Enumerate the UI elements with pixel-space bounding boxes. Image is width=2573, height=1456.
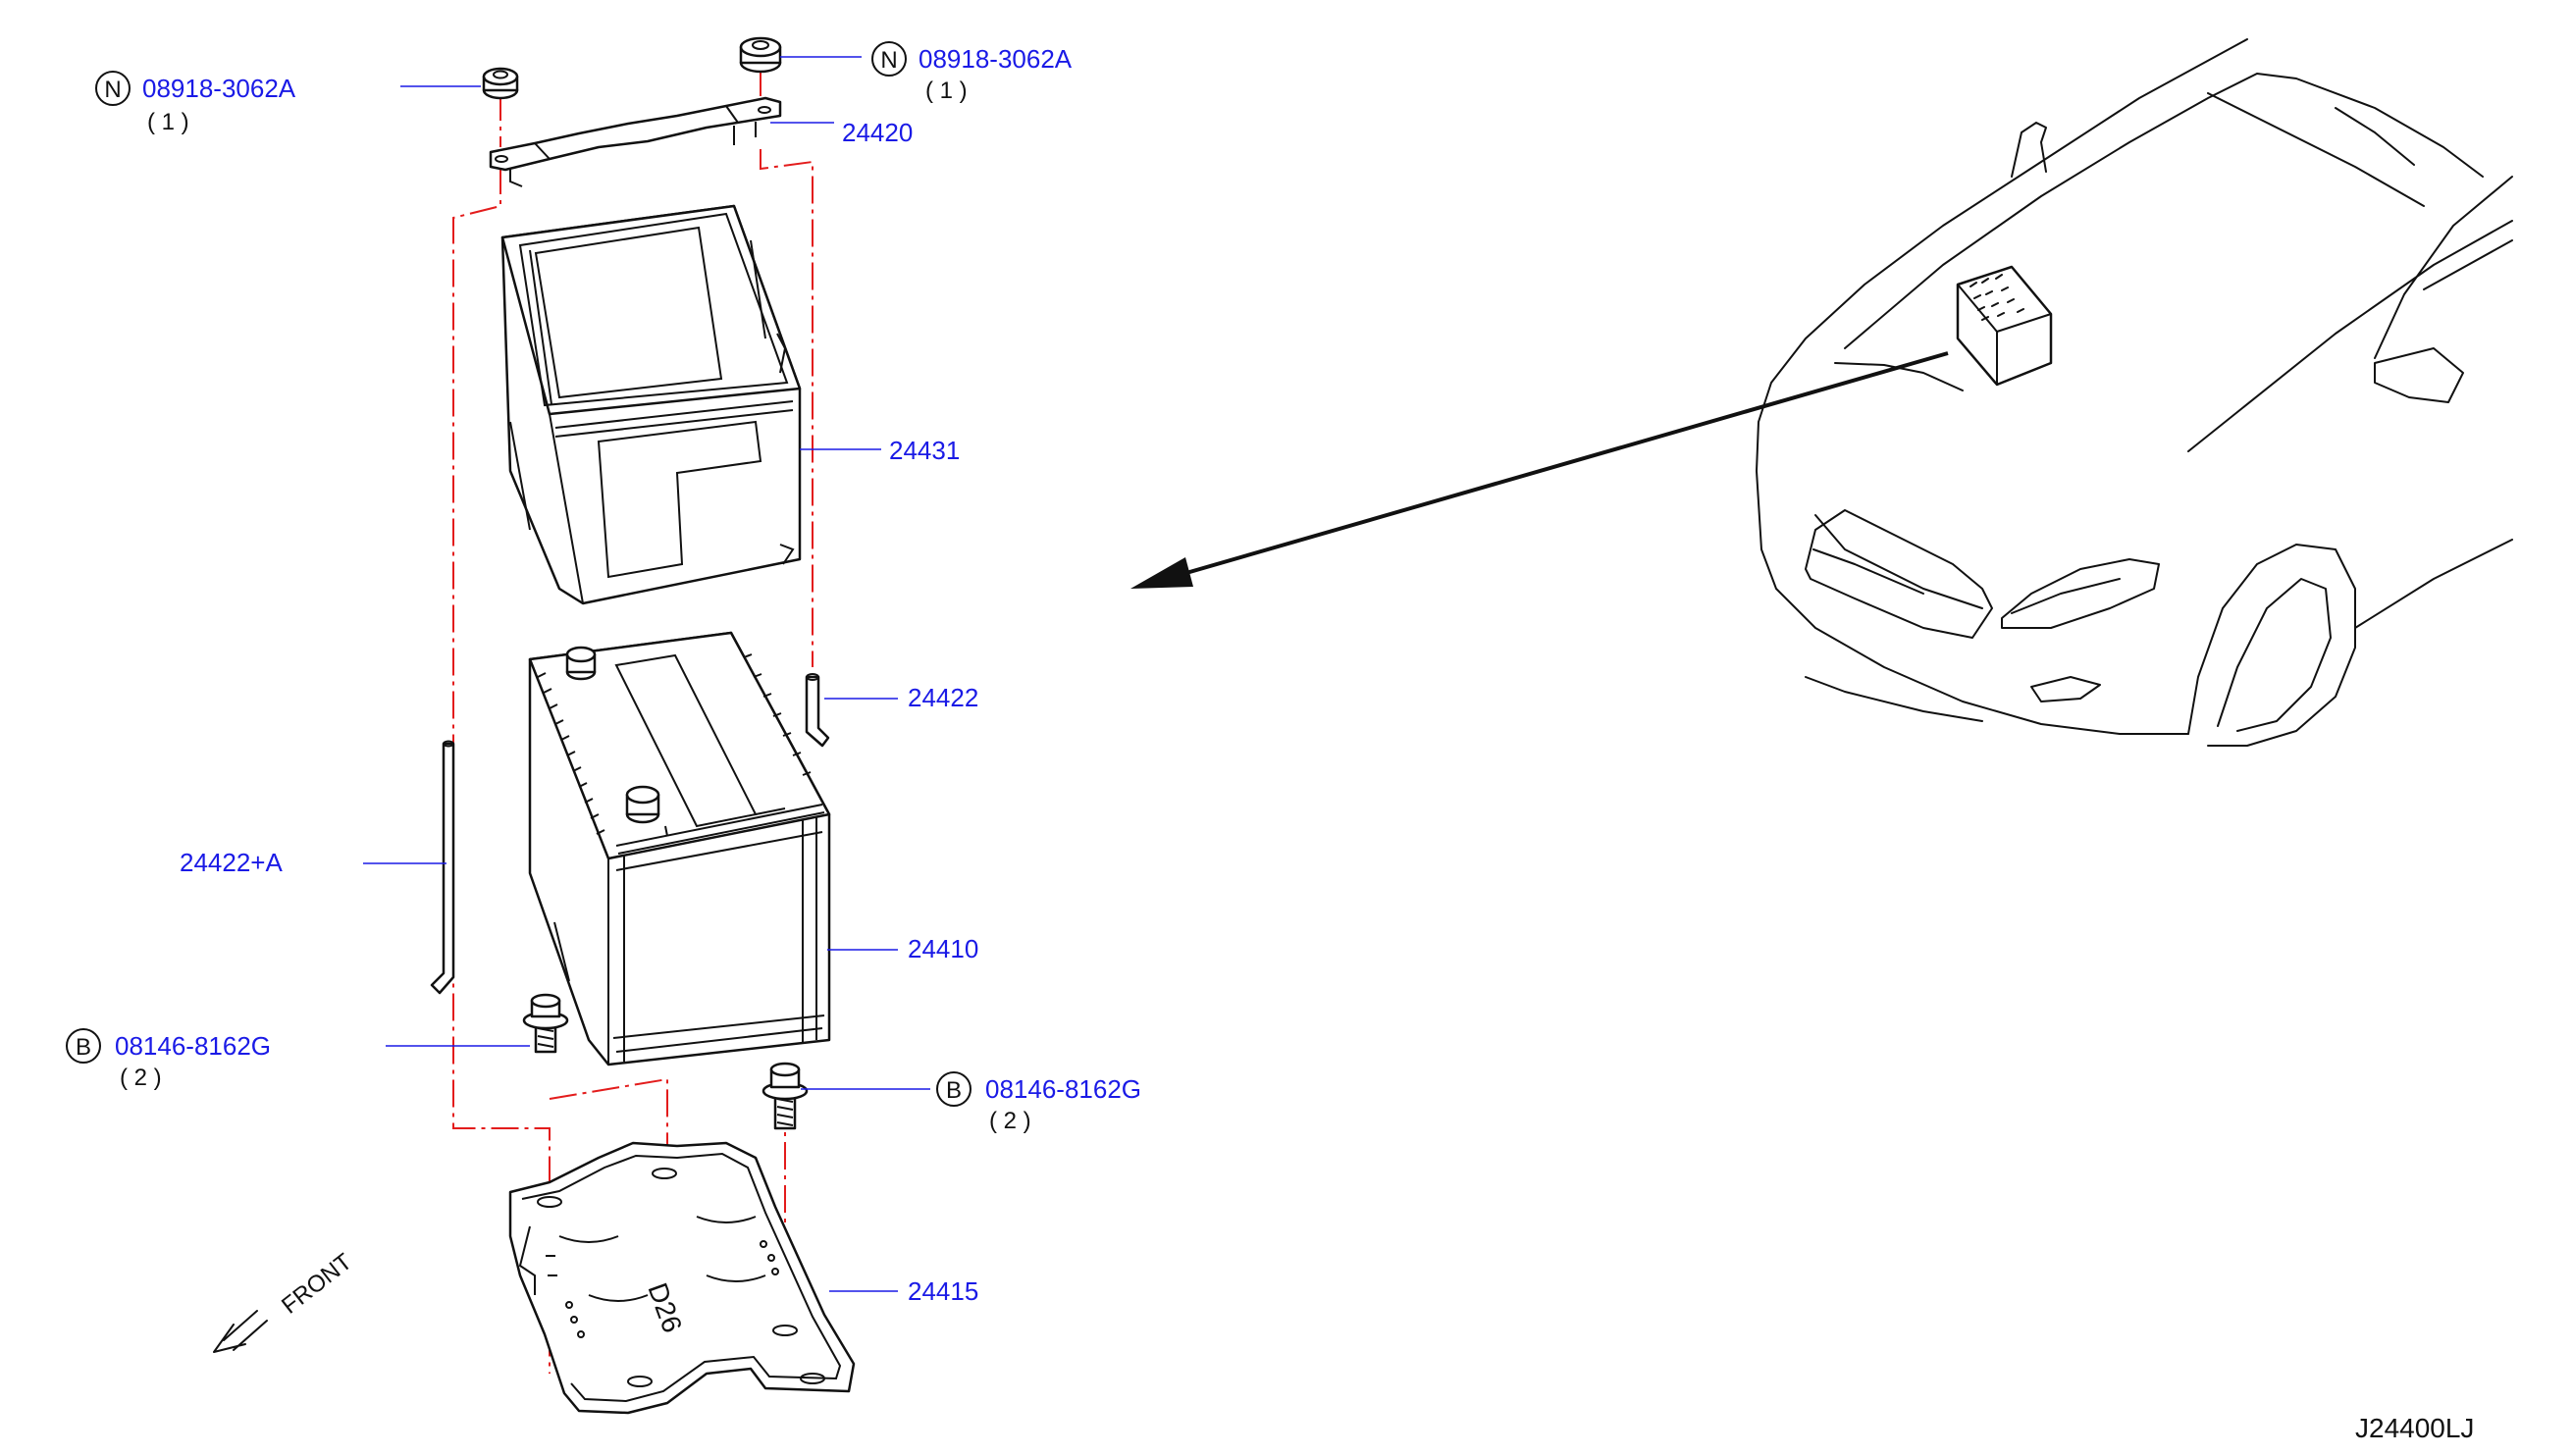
callout-nut-right: N 08918-3062A ( 1 ) — [871, 41, 1073, 104]
battery — [528, 631, 831, 1066]
battery-terminal-positive — [565, 646, 597, 681]
battery-tray: D26 — [508, 1141, 856, 1415]
diagram-id: J24400LJ — [2355, 1413, 2474, 1443]
qty-nut-left: ( 1 ) — [147, 109, 189, 135]
hex-nut-right — [739, 36, 782, 74]
part-number-battery: 24410 — [908, 934, 978, 963]
part-number-bolt-right: 08146-8162G — [985, 1074, 1141, 1104]
part-number-tray: 24415 — [908, 1276, 978, 1306]
callout-symbol-b: B — [946, 1077, 962, 1104]
hex-nut-left — [482, 67, 519, 100]
flange-bolt-left — [522, 993, 569, 1054]
location-arrow — [1130, 351, 1949, 589]
callout-symbol-n: N — [104, 77, 121, 103]
vent-tube-short — [805, 673, 830, 748]
vent-tube-long — [430, 740, 455, 995]
front-label: FRONT — [277, 1248, 357, 1319]
callout-bolt-left: B 08146-8162G ( 2 ) — [66, 1028, 271, 1091]
callout-symbol-b: B — [76, 1034, 91, 1061]
battery-cover — [500, 204, 802, 605]
battery-terminal-negative — [625, 785, 668, 837]
callout-nut-left: N 08918-3062A ( 1 ) — [95, 71, 296, 135]
part-number-cover: 24431 — [889, 436, 960, 465]
callout-bolt-right: B 08146-8162G ( 2 ) — [936, 1071, 1141, 1134]
battery-hold-down-frame — [489, 96, 782, 187]
front-direction-indicator: FRONT — [213, 1248, 357, 1353]
part-number-bolt-left: 08146-8162G — [115, 1031, 271, 1061]
qty-nut-right: ( 1 ) — [925, 78, 968, 104]
leader-lines — [363, 56, 930, 1292]
battery-location-thumbnail — [1956, 265, 2053, 387]
part-number-nut-left: 08918-3062A — [142, 74, 296, 103]
qty-bolt-right: ( 2 ) — [989, 1108, 1031, 1134]
part-number-tube-long: 24422+A — [180, 848, 283, 877]
part-number-tube-short: 24422 — [908, 683, 978, 712]
part-number-nut-right: 08918-3062A — [919, 44, 1073, 74]
qty-bolt-left: ( 2 ) — [120, 1065, 162, 1091]
callout-symbol-n: N — [880, 47, 897, 74]
flange-bolt-right — [761, 1062, 809, 1130]
part-number-frame: 24420 — [842, 118, 913, 147]
vehicle-location-illustration — [1756, 38, 2513, 747]
